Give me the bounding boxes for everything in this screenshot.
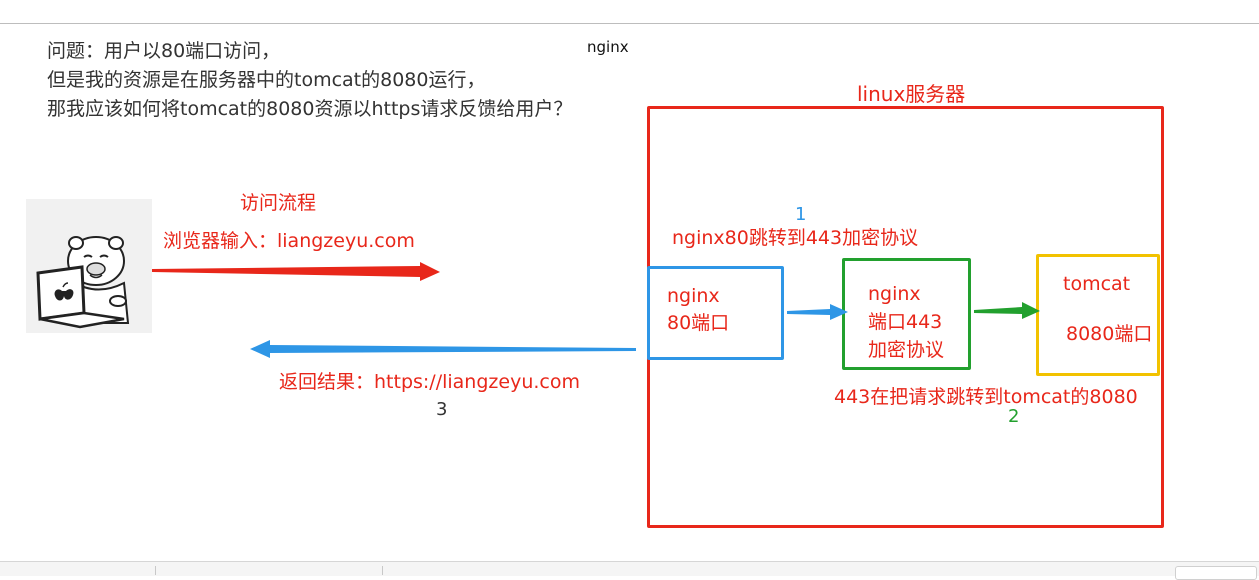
step-1-number: 1 (795, 204, 807, 225)
tomcat-port: 8080端口 (1066, 323, 1153, 345)
nginx-443-port: 端口443 (868, 311, 943, 333)
nginx-443-title: nginx (868, 283, 921, 305)
nginx-80-box (647, 266, 784, 360)
bottom-toolbar (0, 561, 1259, 576)
request-arrow (152, 262, 440, 281)
response-arrow (250, 340, 636, 358)
question-line-3: 那我应该如何将tomcat的8080资源以https请求反馈给用户？ (47, 98, 573, 120)
tomcat-box (1036, 254, 1160, 376)
top-divider (0, 23, 1259, 24)
step-2-number: 2 (1008, 406, 1020, 427)
bear-with-laptop-icon (36, 236, 130, 329)
nginx-80-title: nginx (667, 285, 720, 307)
nginx-80-port: 80端口 (667, 312, 730, 334)
top-nginx-label: nginx (587, 38, 629, 56)
request-label: 浏览器输入：liangzeyu.com (163, 230, 415, 252)
toolbar-control[interactable] (1175, 566, 1257, 580)
toolbar-separator (155, 566, 156, 575)
tomcat-title: tomcat (1063, 273, 1131, 295)
step-2-label: 443在把请求跳转到tomcat的8080 (834, 386, 1138, 408)
flow-title: 访问流程 (240, 192, 317, 214)
user-figure (26, 199, 152, 333)
response-label: 返回结果：https://liangzeyu.com (279, 371, 580, 393)
redirect-443-arrow (787, 304, 848, 320)
proxy-tomcat-arrow (974, 302, 1040, 319)
step-1-label: nginx80跳转到443加密协议 (672, 227, 919, 249)
toolbar-separator (382, 566, 383, 575)
step-3-number: 3 (436, 399, 448, 420)
question-line-1: 问题：用户以80端口访问， (47, 40, 281, 62)
question-line-2: 但是我的资源是在服务器中的tomcat的8080运行， (47, 69, 486, 91)
nginx-443-protocol: 加密协议 (868, 339, 945, 361)
server-title: linux服务器 (857, 82, 966, 106)
